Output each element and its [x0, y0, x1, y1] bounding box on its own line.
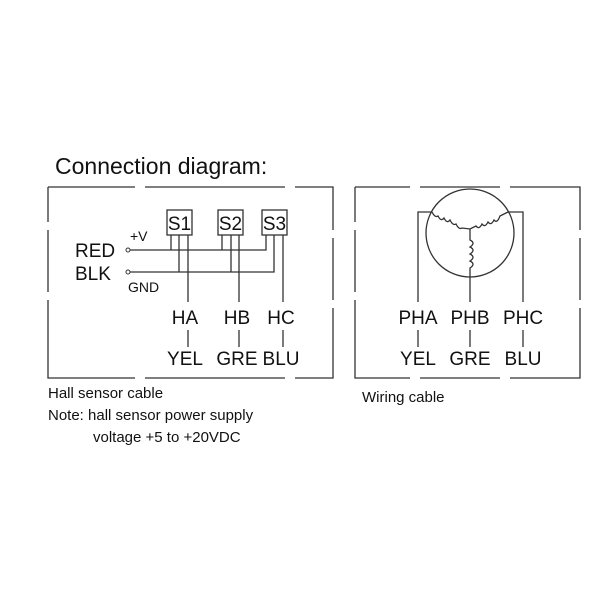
- phase-color-yel: YEL: [400, 349, 436, 370]
- sensor-s1-label: S1: [168, 214, 191, 235]
- winding-coil-center: [468, 229, 474, 277]
- hall-note-line1: Note: hall sensor power supply: [48, 407, 254, 424]
- blk-label: BLK: [75, 264, 111, 285]
- phase-phb: PHB: [450, 308, 489, 329]
- vplus-rail: [130, 235, 267, 251]
- diagram-title: Connection diagram:: [55, 153, 267, 179]
- phase-phc: PHC: [503, 308, 543, 329]
- motor-wiring-panel: PHA PHB PHC YEL GRE BLU: [354, 186, 581, 379]
- gnd-label: GND: [128, 279, 159, 295]
- hall-note-line2: voltage +5 to +20VDC: [93, 429, 241, 446]
- signal-ha: HA: [172, 308, 199, 329]
- signal-wires: [187, 235, 284, 302]
- hall-panel-border: [47, 186, 334, 379]
- signal-hb: HB: [224, 308, 250, 329]
- red-label: RED: [75, 241, 115, 262]
- sensor-s2-label: S2: [219, 214, 242, 235]
- phase-color-blu: BLU: [505, 349, 542, 370]
- signal-hc: HC: [267, 308, 294, 329]
- phase-color-gre: GRE: [449, 349, 490, 370]
- color-blu: BLU: [263, 349, 300, 370]
- phase-wires: [417, 211, 524, 302]
- color-gre: GRE: [216, 349, 257, 370]
- blk-terminal: [125, 269, 131, 275]
- hall-sensor-panel: S1 S2 S3 RED BLK +V GND HA HB HC YEL GRE…: [47, 186, 334, 379]
- phase-color-ticks: [417, 330, 524, 347]
- phase-pha: PHA: [398, 308, 437, 329]
- motor-panel-border: [354, 186, 581, 379]
- sensor-s3-label: S3: [263, 214, 286, 235]
- color-yel: YEL: [167, 349, 203, 370]
- gnd-rail: [130, 235, 275, 273]
- wiring-caption: Wiring cable: [362, 389, 445, 406]
- signal-color-ticks: [187, 330, 284, 347]
- red-terminal: [125, 247, 131, 253]
- hall-caption: Hall sensor cable: [48, 385, 163, 402]
- plus-v-label: +V: [130, 228, 148, 244]
- winding-coils-top: [431, 211, 509, 230]
